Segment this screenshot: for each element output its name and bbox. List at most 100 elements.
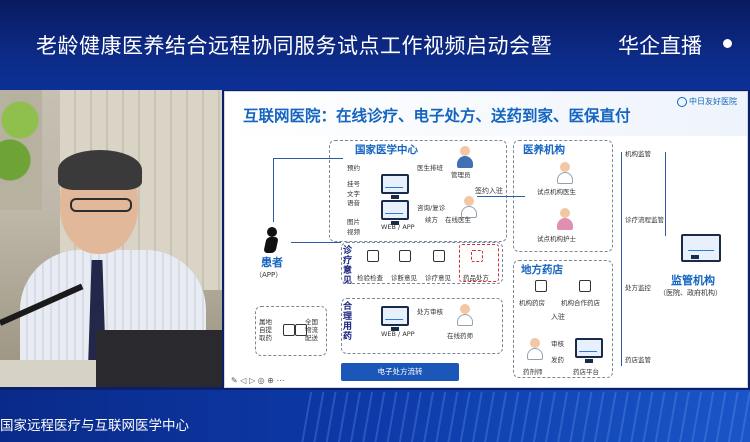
partner-pharmacy-label: 机构合作药店 — [561, 299, 600, 307]
sign-in-label: 签约入驻 — [475, 187, 503, 195]
edit-icon — [433, 250, 445, 262]
pharmacist-avatar — [455, 304, 475, 326]
platform-label: WEB / APP — [381, 223, 415, 231]
agency-pharmacy-icon — [527, 280, 557, 300]
label-register: 挂号 — [347, 180, 360, 188]
care-institution-title: 医养机构 — [523, 144, 565, 156]
diagnosis-box — [341, 242, 503, 284]
institution-nurse-avatar — [555, 208, 575, 230]
speaker-hair — [58, 150, 142, 190]
delivery-box — [255, 306, 327, 356]
live-label: 华企直播 — [618, 34, 702, 58]
lab-label: 检验检查 — [357, 274, 383, 282]
patient-top-arrow — [273, 158, 343, 159]
pharmacy-enter-label: 入驻 — [551, 313, 565, 321]
logistics-label: 全国物流配送 — [305, 318, 318, 342]
patient-icon — [261, 227, 283, 255]
institution-doctor-avatar — [555, 162, 575, 184]
audit-label: 审核 — [551, 340, 564, 348]
pharmacist-staff-avatar — [525, 338, 545, 360]
supervision-box — [621, 152, 622, 366]
supervision-title: 监管机构 — [671, 274, 715, 287]
online-pharmacist-label: 在线药师 — [447, 332, 473, 340]
label-appointment: 预约 — [347, 164, 360, 172]
prescription-item — [463, 250, 493, 270]
supervision-subtitle: （医院、政府机构） — [659, 289, 722, 297]
pharmacy-platform-label: 药店平台 — [573, 368, 599, 376]
admin-avatar — [455, 146, 475, 168]
hospital-emblem-icon — [677, 96, 687, 107]
slide-title: 互联网医院：在线诊疗、电子处方、送药到家、医保直付 — [243, 107, 631, 125]
pill-bottle-icon — [471, 250, 483, 262]
online-doctor-avatar — [459, 196, 479, 218]
pharmacist-staff-label: 药剂师 — [523, 368, 543, 376]
consult-label: 咨询/复诊 — [417, 204, 446, 212]
patient-app-label: （APP） — [255, 271, 283, 279]
slide-toolbar[interactable]: ✎ ◁ ▷ ◎ ⊕ ⋯ — [231, 376, 285, 385]
pharmacy-platform-icon — [575, 338, 603, 363]
slide-header — [225, 92, 747, 136]
footer-text: 国家远程医疗与互联网医学中心 — [0, 418, 189, 434]
speaker-video-feed — [0, 90, 222, 387]
rational-drug-title: 合理用药 — [343, 302, 353, 342]
label-image: 图片 — [347, 218, 360, 226]
diagnosis-title: 诊疗意见 — [343, 246, 353, 286]
institution-doctor-label: 试点机构医生 — [537, 188, 576, 196]
agency-pharmacy-label: 机构药房 — [519, 299, 545, 307]
pharmacy-title: 地方药店 — [521, 264, 563, 276]
truck-icon — [287, 324, 317, 344]
treatment-item — [425, 250, 455, 270]
diagnosis-item — [391, 250, 421, 270]
lab-test-item — [359, 250, 389, 270]
self-pickup-label: 属地自提取药 — [259, 318, 272, 342]
hospital-name: 中日友好医院 — [689, 97, 737, 106]
supervision-right-line — [665, 152, 666, 236]
supervision-label-1: 机构监管 — [625, 150, 651, 158]
live-indicator-icon — [723, 39, 732, 48]
footer-bar — [0, 390, 750, 442]
review-label: 处方审核 — [417, 308, 443, 316]
admin-label: 管理员 — [451, 171, 471, 179]
monitor-icon — [381, 306, 409, 331]
presentation-slide: 互联网医院：在线诊疗、电子处方、送药到家、医保直付 中日友好医院 国家医学中心 … — [224, 91, 748, 388]
hospital-logo: 中日友好医院 — [677, 96, 747, 110]
national-center-title: 国家医学中心 — [355, 144, 418, 156]
label-video: 视频 — [347, 228, 360, 236]
glasses-icon — [70, 198, 132, 212]
national-center-box — [329, 140, 507, 242]
partner-pharmacy-icon — [571, 280, 601, 300]
diagnosis-label: 诊断意见 — [391, 274, 417, 282]
online-doctor-label: 在线医生 — [445, 216, 471, 224]
supervision-label-2: 诊疗流程监管 — [625, 216, 664, 224]
supervision-label-3: 处方监控 — [625, 284, 651, 292]
footer-decoration — [300, 392, 750, 442]
patient-label: 患者 — [261, 256, 283, 269]
broadcast-title-bar: 老龄健康医养结合远程协同服务试点工作视频启动会暨 华企直播 — [0, 0, 750, 90]
drug-platform-label: WEB / APP — [381, 330, 415, 338]
pharmacy-box — [513, 260, 613, 378]
schedule-label: 医生排班 — [417, 164, 443, 172]
label-voice: 语音 — [347, 199, 360, 207]
package-icon — [275, 324, 305, 344]
patient-mid-arrow — [291, 242, 341, 243]
monitor-icon — [381, 200, 409, 225]
treatment-label: 诊疗意见 — [425, 274, 451, 282]
checklist-icon — [399, 250, 411, 262]
prescription-highlight — [459, 244, 499, 282]
label-text: 文字 — [347, 190, 360, 198]
dispense-label: 发药 — [551, 356, 564, 364]
broadcast-title: 老龄健康医养结合远程协同服务试点工作视频启动会暨 — [36, 34, 552, 58]
e-prescription-flow-bar: 电子处方流转 — [341, 363, 459, 381]
laptop-image — [96, 330, 222, 387]
patient-arrow — [273, 158, 274, 222]
monitor-icon — [381, 174, 409, 199]
rational-drug-box — [341, 298, 503, 354]
institution-nurse-label: 试点机构护士 — [537, 235, 576, 243]
prescription-label: 药品处方 — [463, 274, 489, 282]
supervision-label-4: 药店监管 — [625, 356, 651, 364]
plant-image — [0, 90, 42, 210]
lab-icon — [367, 250, 379, 262]
sign-in-arrow — [477, 196, 525, 197]
supervision-monitor-icon — [681, 234, 721, 262]
renew-label: 续方 — [425, 216, 438, 224]
